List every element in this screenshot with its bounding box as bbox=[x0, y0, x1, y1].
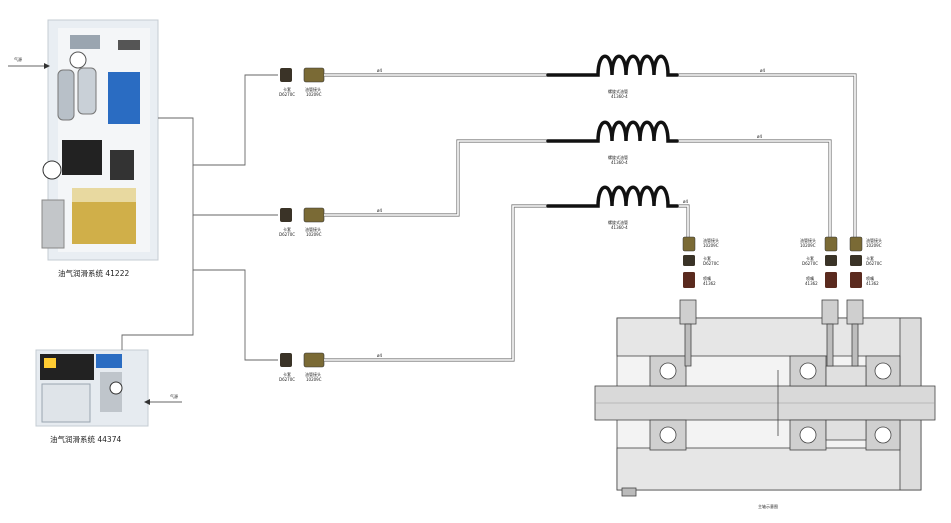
pipe-joint-code: 10209C bbox=[800, 243, 816, 248]
nozzle-code: 41362 bbox=[703, 281, 716, 286]
spindle-caption: 主轴示意图 bbox=[758, 503, 778, 509]
connector-label: 油管接头 bbox=[305, 226, 321, 232]
ferrule-label: 卡套 bbox=[283, 226, 291, 232]
ferrule-label: 卡套 bbox=[703, 255, 711, 261]
fitting-stack-c: 油管接头 10209C 卡套 D6270C 喷嘴 41362 bbox=[849, 236, 882, 288]
air-inlet-arrow-1 bbox=[8, 63, 50, 69]
lubrication-unit-44374 bbox=[35, 349, 149, 427]
ferrule-code: D6270C bbox=[279, 377, 295, 382]
ferrule-label: 卡套 bbox=[866, 255, 874, 261]
connector-label: 油管接头 bbox=[305, 86, 321, 92]
nozzle-label: 喷嘴 bbox=[703, 275, 711, 281]
ferrule-code: D6270C bbox=[802, 261, 818, 266]
tube-size-label: ø4 bbox=[760, 68, 765, 73]
spiral-coil-3 bbox=[546, 185, 679, 208]
fitting-pair-3: 卡套 D6270C 油管接头 10209C bbox=[279, 352, 325, 382]
spindle-diagram bbox=[594, 299, 936, 497]
connector-code: 10209C bbox=[306, 232, 322, 237]
pipe-joint-code: 10209C bbox=[703, 243, 719, 248]
connector-code: 10209C bbox=[306, 377, 322, 382]
pipe-joint-label: 油管接头 bbox=[866, 237, 882, 243]
connector-label: 油管接头 bbox=[305, 371, 321, 377]
ferrule-code: D6270C bbox=[279, 92, 295, 97]
air-source-label-2: 气源 bbox=[170, 393, 178, 399]
spiral-coil-1 bbox=[546, 54, 679, 77]
coil-label: 螺旋式油管 bbox=[608, 88, 628, 94]
tube-size-label: ø4 bbox=[683, 199, 688, 204]
connector-code: 10209C bbox=[306, 92, 322, 97]
tube-size-label: ø4 bbox=[377, 208, 382, 213]
coil-code: 41360-4 bbox=[611, 94, 628, 99]
coil-code: 41360-4 bbox=[611, 160, 628, 165]
nozzle-label: 喷嘴 bbox=[806, 275, 814, 281]
coil-code: 41360-4 bbox=[611, 225, 628, 230]
ferrule-code: D6270C bbox=[279, 232, 295, 237]
fitting-stack-b: 油管接头 10209C 卡套 D6270C 喷嘴 41362 bbox=[800, 236, 838, 288]
system-1-caption: 油气润滑系统 41222 bbox=[58, 268, 129, 278]
ferrule-label: 卡套 bbox=[283, 371, 291, 377]
ferrule-label: 卡套 bbox=[806, 255, 814, 261]
tube-size-label: ø4 bbox=[377, 353, 382, 358]
coil-label: 螺旋式油管 bbox=[608, 154, 628, 160]
distribution-lines bbox=[121, 74, 278, 361]
tube-size-label: ø4 bbox=[757, 134, 762, 139]
lubrication-unit-41222 bbox=[41, 19, 159, 261]
ferrule-label: 卡套 bbox=[283, 86, 291, 92]
spiral-coil-2 bbox=[546, 120, 679, 143]
ferrule-code: D6270C bbox=[866, 261, 882, 266]
ferrule-code: D6270C bbox=[703, 261, 719, 266]
pipe-joint-code: 10209C bbox=[866, 243, 882, 248]
system-2-caption: 油气润滑系统 44374 bbox=[50, 434, 121, 444]
tube-size-label: ø4 bbox=[377, 68, 382, 73]
pipe-joint-label: 油管接头 bbox=[703, 237, 719, 243]
nozzle-code: 41362 bbox=[866, 281, 879, 286]
fitting-stack-a: 油管接头 10209C 卡套 D6270C 喷嘴 41362 bbox=[682, 236, 719, 288]
nozzle-label: 喷嘴 bbox=[866, 275, 874, 281]
nozzle-code: 41362 bbox=[805, 281, 818, 286]
air-inlet-arrow-2 bbox=[144, 399, 182, 405]
oil-tubes-outer bbox=[324, 73, 857, 362]
air-source-label: 气源 bbox=[14, 56, 22, 62]
pipe-joint-label: 油管接头 bbox=[800, 237, 816, 243]
fitting-pair-2: 卡套 D6270C 油管接头 10209C bbox=[279, 207, 325, 237]
fitting-pair-1: 卡套 D6270C 油管接头 10209C bbox=[279, 67, 325, 97]
oil-tubes-inner bbox=[324, 74, 856, 361]
coil-label: 螺旋式油管 bbox=[608, 219, 628, 225]
